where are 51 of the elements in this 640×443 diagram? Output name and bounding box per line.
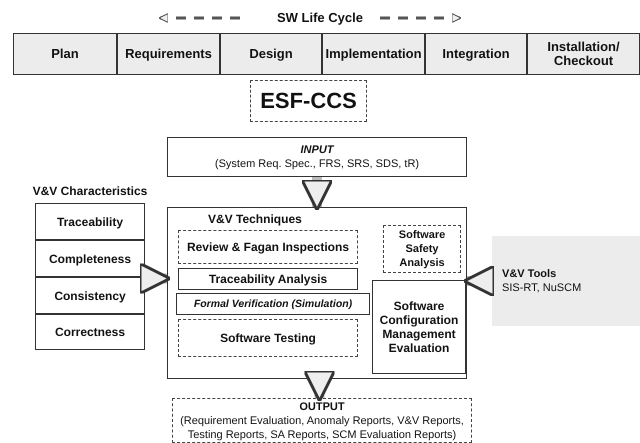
box-text: Plan (51, 47, 79, 61)
box-text: Completeness (48, 252, 132, 266)
box-text: Installation/ Checkout (546, 40, 621, 68)
output-box (172, 398, 472, 443)
box-text: ESF-CCS (260, 94, 357, 108)
block-arrow (303, 370, 336, 402)
technique-box (176, 293, 370, 315)
heading: OUTPUT (299, 400, 345, 414)
box-text: Design (249, 47, 293, 61)
block-arrow (300, 177, 334, 212)
technique-box (383, 225, 461, 273)
block-arrow (138, 262, 172, 295)
phase-box (425, 33, 527, 75)
phase-box (220, 33, 322, 75)
heading: V&V Tools (502, 267, 556, 281)
box-text: Traceability Analysis (208, 272, 328, 286)
characteristic-box (35, 277, 145, 314)
technique-box (178, 268, 358, 290)
heading: INPUT (300, 143, 334, 157)
heading: V&V Techniques (208, 212, 302, 226)
phase-box (117, 33, 220, 75)
box-text: Software Safety Analysis (398, 228, 446, 270)
box-text: (System Req. Spec., FRS, SRS, SDS, tR) (214, 157, 420, 171)
phase-box (527, 33, 640, 75)
technique-box (178, 319, 358, 357)
box-text: Implementation (325, 47, 422, 61)
characteristic-box (35, 203, 145, 240)
box-text: Review & Fagan Inspections (186, 240, 350, 254)
phase-box (322, 33, 425, 75)
tools-panel (492, 236, 640, 326)
techniques-box (167, 207, 467, 379)
box-text: (Requirement Evaluation, Anomaly Reports, V&V Reports, Testing Reports, SA Reports, SCM Evaluation Reports) (179, 414, 465, 442)
characteristic-box (35, 314, 145, 350)
box-text: Requirements (125, 47, 212, 61)
box-text: Formal Verification (Simulation) (194, 297, 352, 311)
box-text: Consistency (54, 288, 126, 302)
box-text: Integration (442, 47, 510, 61)
box-text: Correctness (54, 325, 126, 339)
heading: V&V Characteristics (32, 184, 148, 198)
phase-box (13, 33, 117, 75)
box-text: SIS-RT, NuSCM (502, 281, 582, 295)
characteristic-box (35, 240, 145, 277)
technique-box (372, 280, 466, 374)
technique-box (178, 230, 358, 264)
box-text: Software Configuration Management Evaluation (378, 299, 460, 355)
system-box (250, 80, 367, 122)
input-box (167, 137, 467, 177)
block-arrow (462, 264, 496, 298)
box-text: Software Testing (220, 331, 316, 345)
box-text: Traceability (56, 214, 124, 228)
title-label: SW Life Cycle (277, 10, 363, 25)
